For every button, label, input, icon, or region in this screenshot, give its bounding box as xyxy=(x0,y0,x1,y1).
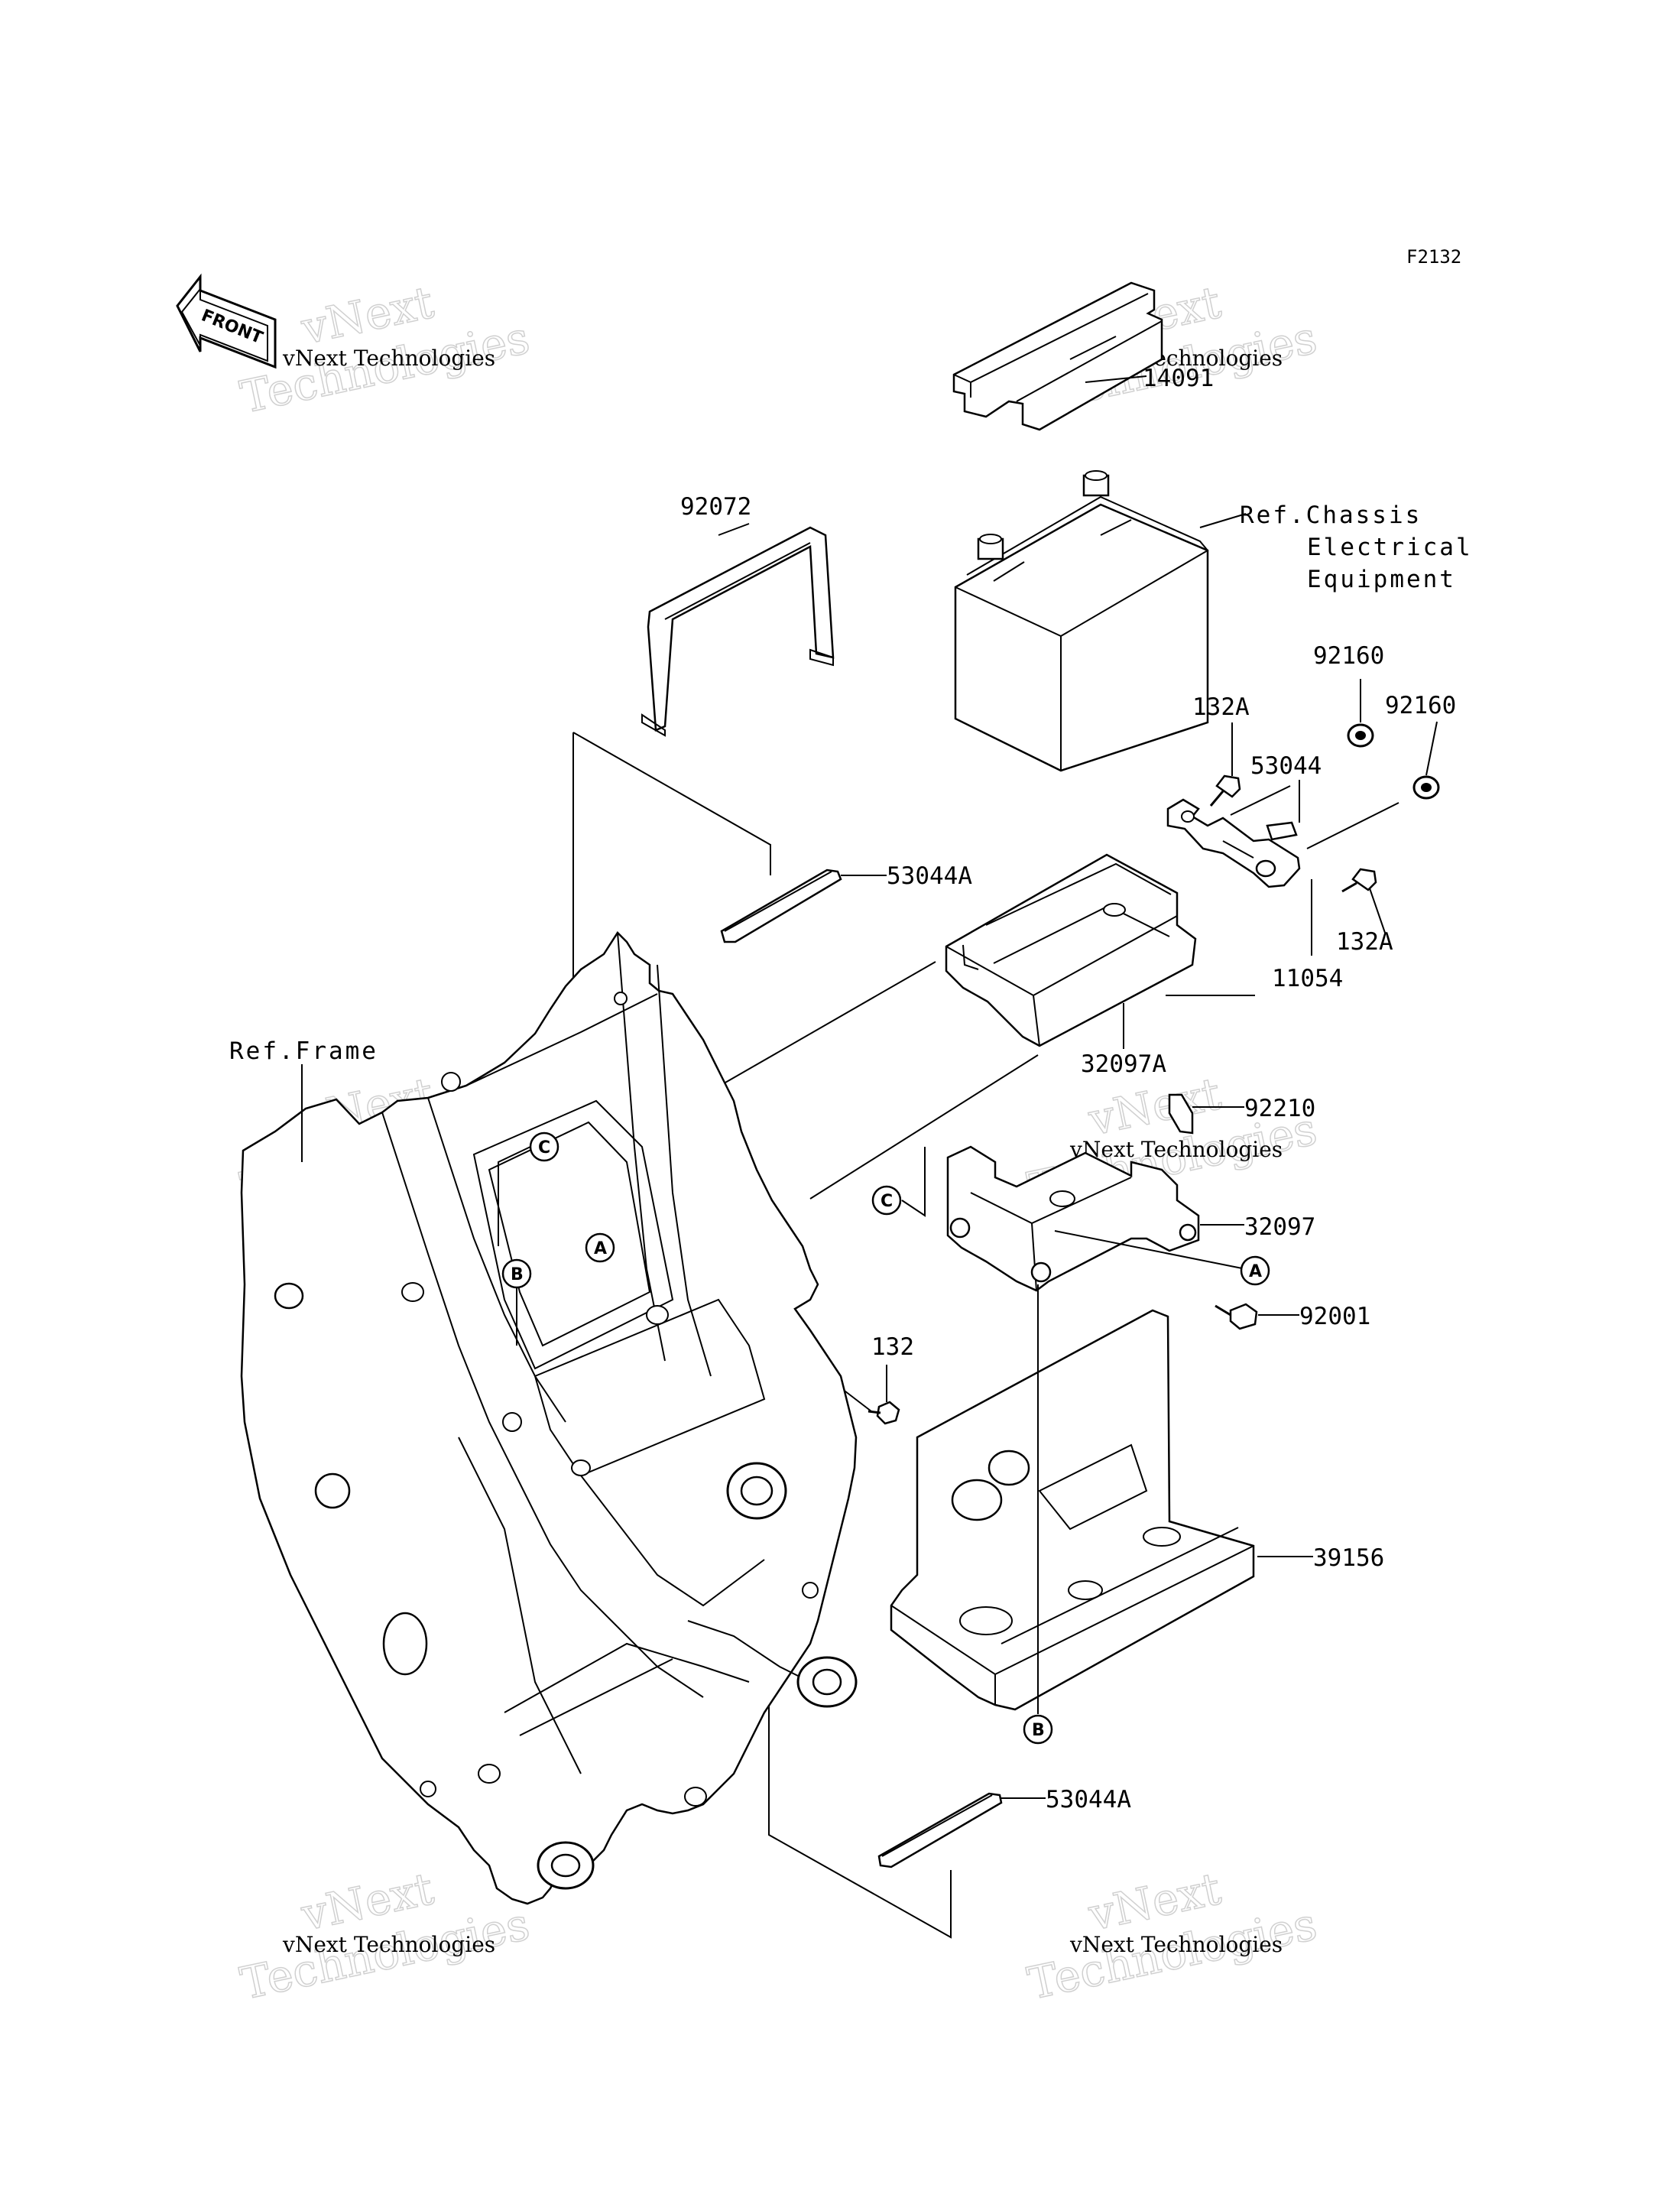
svg-text:vNext Technologies: vNext Technologies xyxy=(1069,1932,1283,1957)
grommet-lower xyxy=(1412,775,1440,800)
watermark-top-left: vNext Technologies vNext Technologies xyxy=(235,275,534,424)
marker-c-left: C xyxy=(529,1131,559,1162)
svg-text:vNext Technologies: vNext Technologies xyxy=(282,346,495,371)
bolt-132 xyxy=(868,1401,900,1425)
label-92160-upper: 92160 xyxy=(1313,642,1384,670)
label-92160-lower: 92160 xyxy=(1385,692,1456,719)
leader-92072 xyxy=(718,523,750,536)
marker-a-left: A xyxy=(585,1232,615,1263)
pad-53044 xyxy=(1266,821,1298,841)
label-32097a: 32097A xyxy=(1081,1050,1166,1078)
battery-strap xyxy=(641,526,835,737)
leader-marker-c-right xyxy=(901,1147,926,1217)
frame xyxy=(240,931,858,1905)
grommet-upper xyxy=(1347,723,1374,748)
svg-text:C: C xyxy=(881,1192,893,1211)
strip-53044a-upper xyxy=(720,868,842,943)
leader-grommet-to-bracket xyxy=(1306,802,1399,849)
marker-b-right: B xyxy=(1023,1714,1053,1745)
battery-holder-32097 xyxy=(946,1145,1200,1292)
svg-text:vNext Technologies: vNext Technologies xyxy=(282,1932,495,1957)
svg-text:vNext Technologies: vNext Technologies xyxy=(1069,1137,1283,1162)
label-92072: 92072 xyxy=(680,493,751,521)
marker-b-left: B xyxy=(501,1258,532,1289)
front-arrow-icon: FRONT xyxy=(176,273,277,369)
assembly-line-case-upper xyxy=(719,961,936,1086)
label-53044a-upper: 53044A xyxy=(887,862,972,890)
label-39156: 39156 xyxy=(1313,1544,1384,1572)
bolt-92001 xyxy=(1215,1303,1258,1330)
clip-92210 xyxy=(1168,1093,1194,1135)
label-11054: 11054 xyxy=(1272,965,1343,992)
battery-case-32097a xyxy=(945,853,1197,1047)
assembly-line-a xyxy=(1054,1230,1254,1271)
label-32097: 32097 xyxy=(1244,1213,1315,1241)
label-92210: 92210 xyxy=(1244,1095,1315,1122)
marker-c-right: C xyxy=(871,1185,902,1216)
ref-chassis-line3: Equipment xyxy=(1307,566,1456,593)
assembly-line-case-lower xyxy=(809,1054,1039,1200)
figure-id: F2132 xyxy=(1406,246,1461,268)
ref-chassis-line2: Electrical xyxy=(1307,534,1473,561)
ref-frame: Ref.Frame xyxy=(229,1037,378,1065)
leader-pad-to-bracket xyxy=(1230,785,1291,816)
svg-text:A: A xyxy=(1249,1262,1262,1281)
watermark-bottom-right: vNext Technologies vNext Technologies xyxy=(1023,1862,1322,2010)
leader-92160-lower xyxy=(1425,721,1438,776)
label-92001: 92001 xyxy=(1299,1303,1370,1330)
battery-cover xyxy=(952,281,1163,431)
label-132a-lower: 132A xyxy=(1336,928,1393,956)
bolt-132a-upper xyxy=(1209,774,1241,807)
marker-a-right: A xyxy=(1240,1255,1270,1286)
battery xyxy=(954,470,1209,772)
label-53044: 53044 xyxy=(1250,752,1322,780)
svg-text:B: B xyxy=(511,1265,524,1284)
bolt-132a-lower xyxy=(1341,868,1377,893)
watermark-bottom-left: vNext Technologies vNext Technologies xyxy=(235,1862,534,2010)
lower-cover-39156 xyxy=(890,1309,1255,1711)
svg-text:B: B xyxy=(1032,1721,1045,1740)
label-132a-upper: 132A xyxy=(1192,693,1250,721)
bracket-11054 xyxy=(1166,798,1301,888)
leader-marker-c-left xyxy=(498,1146,531,1246)
svg-text:A: A xyxy=(594,1239,607,1258)
ref-chassis-line1: Ref.Chassis xyxy=(1240,502,1422,529)
label-53044a-lower: 53044A xyxy=(1046,1786,1131,1813)
assembly-line-strap xyxy=(572,732,771,875)
leader-chassis xyxy=(1199,513,1247,528)
leader-132a-lower xyxy=(1369,888,1386,933)
svg-text:C: C xyxy=(538,1138,550,1157)
strip-53044a-lower xyxy=(877,1792,1003,1868)
label-132: 132 xyxy=(871,1333,914,1361)
label-14091: 14091 xyxy=(1143,365,1214,392)
leader-14091 xyxy=(1085,375,1147,383)
